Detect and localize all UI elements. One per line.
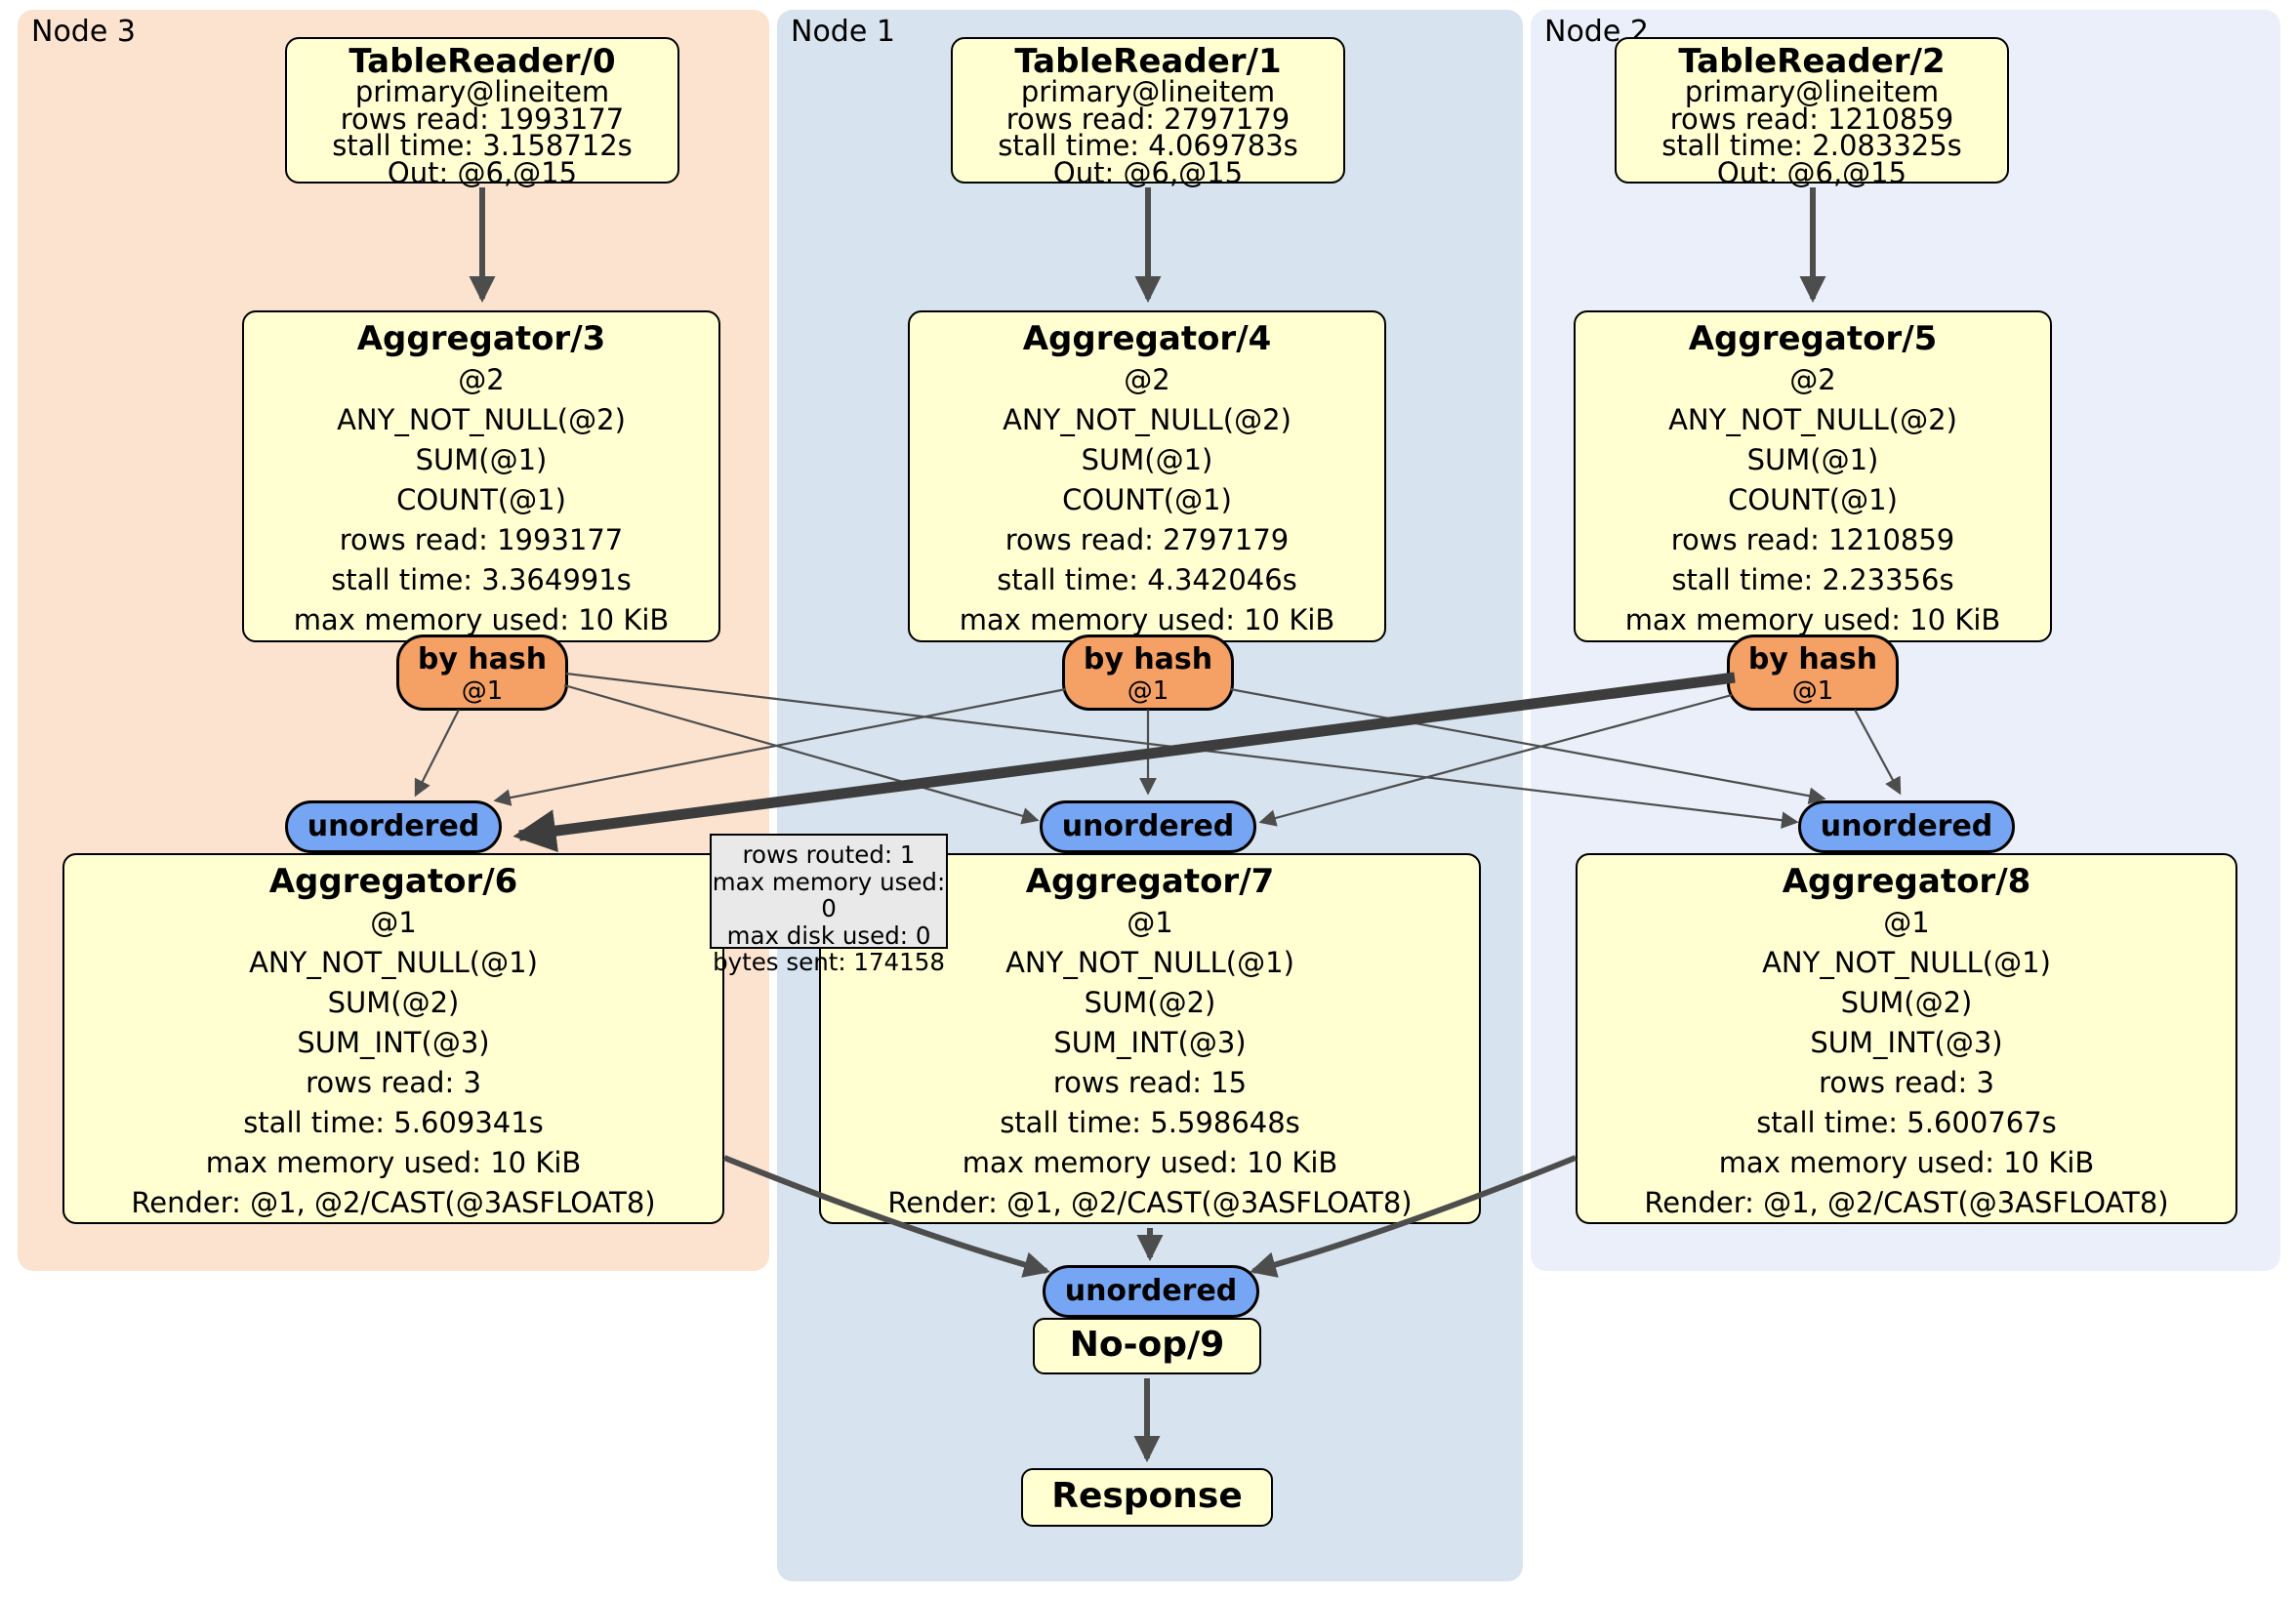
edge-stats-tooltip: rows routed: 1 max memory used: 0 max di…: [710, 834, 948, 975]
aggregator-8-box[interactable]: Aggregator/8 @1 ANY_NOT_NULL(@1) SUM(@2)…: [1576, 853, 2237, 1224]
aggregator-3-stats: @2 ANY_NOT_NULL(@2) SUM(@1) COUNT(@1) ro…: [293, 363, 670, 636]
by-hash-router-node3[interactable]: by hash @1: [396, 635, 568, 711]
aggregator-6-box[interactable]: Aggregator/6 @1 ANY_NOT_NULL(@1) SUM(@2)…: [62, 853, 724, 1224]
table-reader-1-title: TableReader/1: [1014, 42, 1282, 81]
aggregator-4-title: Aggregator/4: [1022, 319, 1272, 358]
table-reader-2-box[interactable]: TableReader/2 primary@lineitem rows read…: [1615, 37, 2009, 189]
unordered-sync-node1[interactable]: unordered: [1040, 800, 1256, 853]
response-box[interactable]: Response: [1021, 1468, 1273, 1527]
unordered-sync-output[interactable]: unordered: [1043, 1265, 1259, 1318]
by-hash-column: @1: [1791, 676, 1834, 706]
by-hash-column: @1: [1127, 676, 1169, 706]
by-hash-label: by hash: [1747, 642, 1878, 676]
table-reader-1-stats: primary@lineitem rows read: 2797179 stal…: [998, 75, 1298, 189]
by-hash-column: @1: [461, 676, 504, 706]
aggregator-3-box[interactable]: Aggregator/3 @2 ANY_NOT_NULL(@2) SUM(@1)…: [242, 310, 720, 642]
node-3-label: Node 3: [31, 15, 136, 49]
aggregator-6-title: Aggregator/6: [268, 862, 518, 901]
aggregator-6-stats: @1 ANY_NOT_NULL(@1) SUM(@2) SUM_INT(@3) …: [131, 906, 656, 1219]
by-hash-router-node2[interactable]: by hash @1: [1727, 635, 1899, 711]
aggregator-7-title: Aggregator/7: [1025, 862, 1275, 901]
aggregator-4-stats: @2 ANY_NOT_NULL(@2) SUM(@1) COUNT(@1) ro…: [959, 363, 1335, 636]
noop-box[interactable]: No-op/9: [1033, 1318, 1261, 1374]
aggregator-3-title: Aggregator/3: [356, 319, 606, 358]
node-1-label: Node 1: [791, 15, 895, 49]
unordered-sync-node3[interactable]: unordered: [285, 800, 502, 853]
table-reader-0-box[interactable]: TableReader/0 primary@lineitem rows read…: [285, 37, 679, 189]
table-reader-0-title: TableReader/0: [348, 42, 616, 81]
aggregator-8-stats: @1 ANY_NOT_NULL(@1) SUM(@2) SUM_INT(@3) …: [1644, 906, 2169, 1219]
aggregator-4-box[interactable]: Aggregator/4 @2 ANY_NOT_NULL(@2) SUM(@1)…: [908, 310, 1386, 642]
aggregator-5-title: Aggregator/5: [1688, 319, 1938, 358]
by-hash-router-node1[interactable]: by hash @1: [1062, 635, 1234, 711]
by-hash-label: by hash: [417, 642, 548, 676]
unordered-sync-node2[interactable]: unordered: [1798, 800, 2015, 853]
aggregator-5-box[interactable]: Aggregator/5 @2 ANY_NOT_NULL(@2) SUM(@1)…: [1574, 310, 2052, 642]
aggregator-8-title: Aggregator/8: [1782, 862, 2031, 901]
aggregator-5-stats: @2 ANY_NOT_NULL(@2) SUM(@1) COUNT(@1) ro…: [1624, 363, 2001, 636]
by-hash-label: by hash: [1083, 642, 1213, 676]
table-reader-1-box[interactable]: TableReader/1 primary@lineitem rows read…: [951, 37, 1345, 189]
table-reader-2-title: TableReader/2: [1678, 42, 1946, 81]
table-reader-2-stats: primary@lineitem rows read: 1210859 stal…: [1661, 75, 1962, 189]
table-reader-0-stats: primary@lineitem rows read: 1993177 stal…: [332, 75, 633, 189]
